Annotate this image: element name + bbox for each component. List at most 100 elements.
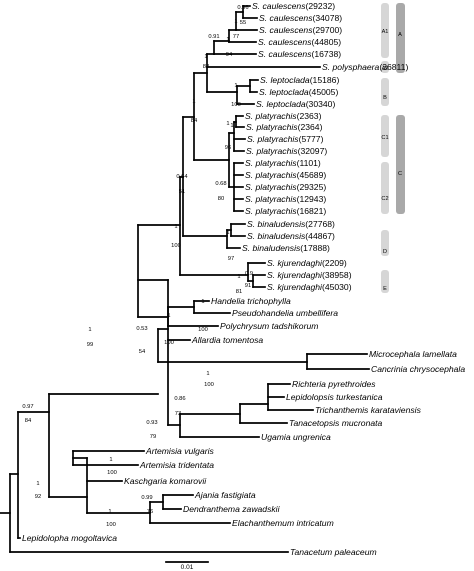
bootstrap-value-s6: 100	[231, 102, 241, 108]
tip-label-t2: S. caulescens(34078)	[259, 13, 342, 23]
tip-accession: (45689)	[297, 170, 327, 180]
clade-label-A2: A2	[382, 66, 389, 72]
tip-label-t29: Microcephala lamellata	[369, 349, 457, 359]
clade-label-C2: C2	[381, 196, 388, 202]
tip-label-t15: S. platyrachis(45689)	[245, 170, 326, 180]
tip-label-t4: S. caulescens(44805)	[258, 37, 341, 47]
tip-accession: (29325)	[297, 182, 327, 192]
tip-name: S. platyrachis	[247, 134, 299, 144]
tip-accession: (27768)	[305, 219, 335, 229]
posterior-probability-s5: 1	[204, 54, 207, 60]
clade-label-D: D	[383, 249, 387, 255]
posterior-probability-s18: 0.53	[136, 326, 147, 332]
posterior-probability-s17: 1	[167, 313, 170, 319]
posterior-probability-s27: 1	[36, 481, 39, 487]
tip-name: S. caulescens	[259, 13, 313, 23]
tip-label-t11: S. platyrachis(2364)	[246, 122, 323, 132]
posterior-probability-s19: 1	[88, 327, 91, 333]
tip-name: S. platyrachis	[245, 206, 297, 216]
tip-label-t10: S. platyrachis(2363)	[245, 111, 322, 121]
tip-label-t23: S. kjurendaghi(38958)	[267, 270, 352, 280]
tip-label-t33: Trichanthemis karataviensis	[315, 405, 422, 415]
tip-label-t8: S. leptoclada(45005)	[259, 87, 338, 97]
bootstrap-value-s27: 92	[35, 494, 41, 500]
tip-name: Lepidolopsis turkestanica	[286, 392, 383, 402]
tip-name: S. caulescens	[258, 49, 312, 59]
posterior-probability-s8: 1	[226, 121, 229, 127]
tip-label-t6: S. polysphaera(36811)	[322, 62, 408, 72]
bootstrap-value-s10: 80	[218, 196, 224, 202]
posterior-probability-s15: 1	[237, 274, 240, 280]
tip-accession: (16821)	[297, 206, 327, 216]
bootstrap-value-s18: 54	[139, 349, 146, 355]
tip-label-t5: S. caulescens(16738)	[258, 49, 341, 59]
tip-name: S. binaludensis	[247, 219, 306, 229]
tip-label-t9: S. leptoclada(30340)	[256, 99, 335, 109]
tip-label-t20: S. binaludensis(44867)	[247, 231, 335, 241]
clade-bar-A1	[381, 3, 389, 58]
clade-bar-C1	[381, 115, 389, 157]
posterior-probability-s1: 0.96	[237, 5, 248, 11]
clade-bar-A2	[381, 61, 389, 73]
tip-accession: (2364)	[298, 122, 323, 132]
tip-label-t38: Kaschgaria komarovii	[124, 476, 207, 486]
clade-bar-D	[381, 230, 389, 256]
posterior-probability-s16: 1	[201, 299, 204, 305]
tip-labels: S. caulescens(29232)S. caulescens(34078)…	[22, 1, 465, 557]
bootstrap-value-s7: 84	[191, 118, 198, 124]
tip-name: S. platyrachis	[245, 194, 297, 204]
bootstrap-value-s16: 100	[198, 327, 208, 333]
tip-name: S. kjurendaghi	[267, 270, 323, 280]
tip-accession: (45005)	[309, 87, 339, 97]
tip-label-t34: Tanacetopsis mucronata	[289, 418, 383, 428]
tip-name: Pseudohandelia umbellifera	[232, 308, 338, 318]
tip-name: S. platyrachis	[245, 111, 297, 121]
posterior-probability-s26: 1	[108, 509, 111, 515]
bootstrap-value-s17: 100	[164, 340, 174, 346]
tip-name: Handelia trichophylla	[211, 296, 291, 306]
clade-label-A: A	[398, 32, 402, 38]
tip-accession: (29700)	[313, 25, 343, 35]
tip-accession: (36811)	[379, 62, 408, 72]
tip-label-t24: S. kjurendaghi(45030)	[267, 282, 352, 292]
tip-accession: (29232)	[306, 1, 336, 11]
tip-name: S. leptoclada	[256, 99, 306, 109]
tip-name: Polychrysum tadshikorum	[220, 321, 318, 331]
posterior-probability-s23: 0.97	[22, 404, 33, 410]
tip-name: Lepidolopha mogoltavica	[22, 533, 117, 543]
tip-name: S. caulescens	[252, 1, 306, 11]
bootstrap-value-s8: 96	[225, 145, 231, 151]
tip-label-t7: S. leptoclada(15186)	[260, 75, 339, 85]
clade-bar-C2	[381, 162, 389, 214]
tip-label-t3: S. caulescens(29700)	[259, 25, 342, 35]
tip-name: Trichanthemis karataviensis	[315, 405, 422, 415]
clade-bar-C	[396, 115, 405, 214]
bootstrap-value-s2: 77	[233, 34, 239, 40]
bootstrap-value-s23: 84	[25, 418, 32, 424]
posterior-probability-s14: 0.9	[245, 271, 253, 277]
clade-label-C: C	[398, 171, 402, 177]
bootstrap-value-s21: 73	[175, 411, 181, 417]
posterior-probability-s21: 0.86	[174, 396, 185, 402]
bootstrap-value-s1: 55	[240, 20, 246, 26]
clade-bar-E	[381, 270, 389, 293]
tip-label-t36: Artemisia vulgaris	[145, 446, 215, 456]
tip-label-t35: Ugamia ungrenica	[261, 432, 331, 442]
clade-label-B: B	[383, 95, 387, 101]
tip-accession: (44805)	[312, 37, 342, 47]
posterior-probability-s25: 0.99	[141, 495, 152, 501]
tip-label-t40: Dendranthema zawadskii	[183, 504, 281, 514]
tip-label-t14: S. platyrachis(1101)	[245, 158, 321, 168]
bootstrap-value-s25: 76	[147, 509, 153, 515]
tip-label-t31: Richteria pyrethroides	[292, 379, 376, 389]
tip-name: Tanacetopsis mucronata	[289, 418, 383, 428]
tip-name: Allardia tomentosa	[191, 335, 263, 345]
tip-label-t30: Cancrinia chrysocephala	[371, 364, 465, 374]
posterior-probability-s12: 1	[226, 230, 229, 236]
tip-accession: (5777)	[299, 134, 324, 144]
bootstrap-value-s15: 81	[236, 289, 242, 295]
tip-label-t28: Allardia tomentosa	[191, 335, 263, 345]
scale-bar-label: 0.01	[181, 564, 194, 571]
